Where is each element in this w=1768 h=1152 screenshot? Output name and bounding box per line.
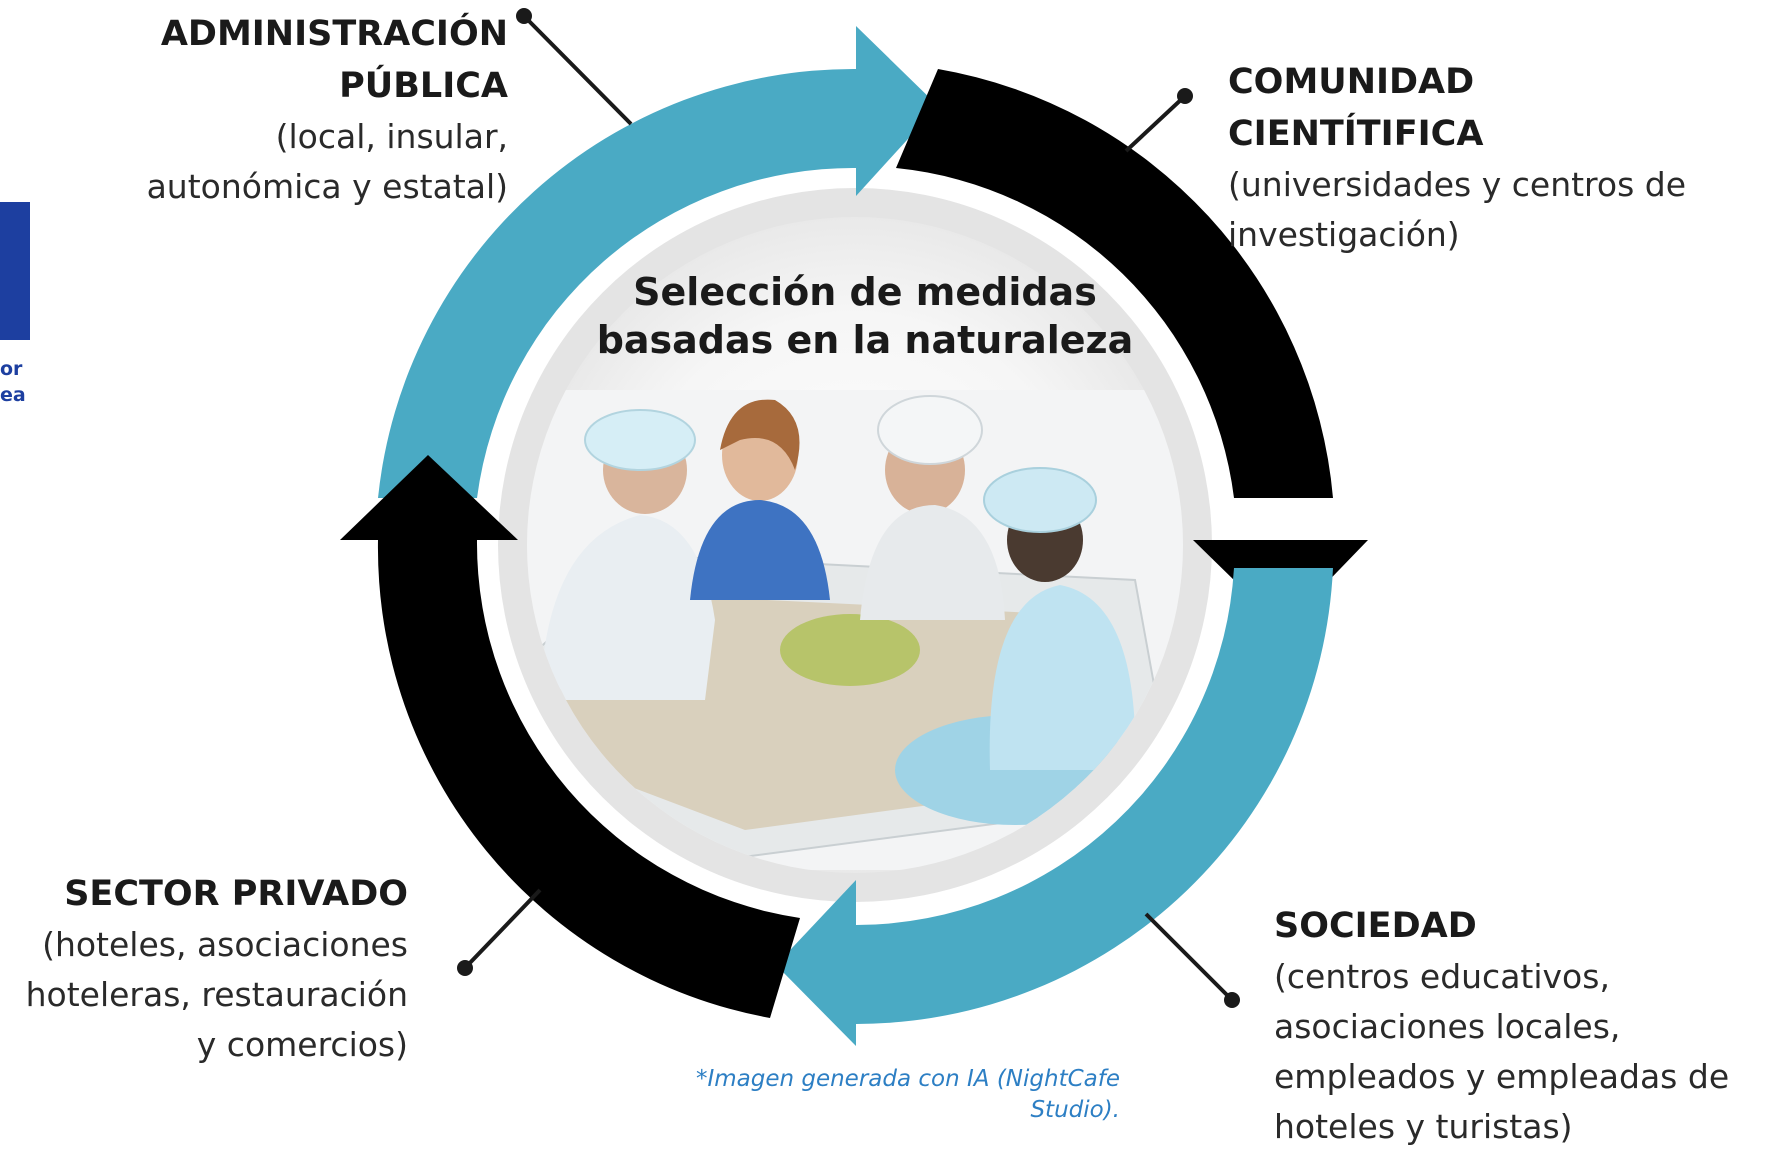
logo-text: or ea — [0, 356, 26, 408]
stakeholder-comunidad: COMUNIDAD CIENTÍTIFICA (universidades y … — [1228, 56, 1768, 260]
logo-fragment — [0, 202, 30, 340]
connector-admin — [522, 14, 633, 126]
stakeholder-admin-desc-line1: (local, insular, — [275, 117, 508, 156]
stakeholder-comunidad-title-line2: CIENTÍTIFICA — [1228, 114, 1484, 154]
ring-arc-teal-lower — [856, 568, 1333, 1024]
stakeholder-sector-desc-line2: hoteleras, restauración — [25, 975, 408, 1014]
helmet-1 — [584, 409, 696, 471]
stakeholder-sociedad-desc-line3: empleados y empleadas de — [1274, 1057, 1730, 1096]
connector-sector — [463, 888, 542, 970]
stakeholder-admin-desc-line2: autonómica y estatal) — [146, 167, 508, 206]
center-title: Selección de medidas basadas en la natur… — [575, 268, 1155, 364]
stakeholder-sector: SECTOR PRIVADO (hoteles, asociaciones ho… — [0, 868, 408, 1070]
connector-dot-sector — [457, 960, 473, 976]
center-title-line1: Selección de medidas — [633, 270, 1097, 314]
map-green-area — [780, 614, 920, 686]
connector-dot-admin — [516, 8, 532, 24]
arrow-head-teal-bottom — [776, 880, 856, 1046]
helmet-4 — [983, 467, 1097, 533]
stakeholder-comunidad-desc-line2: investigación) — [1228, 215, 1460, 254]
helmet-3 — [877, 395, 983, 465]
image-credit-line2: Studio). — [1030, 1097, 1120, 1123]
center-title-line2: basadas en la naturaleza — [596, 318, 1134, 362]
logo-text-line2: ea — [0, 384, 26, 406]
connector-dot-sociedad — [1224, 992, 1240, 1008]
stakeholder-admin-title-line1: ADMINISTRACIÓN — [160, 14, 508, 54]
stakeholder-comunidad-desc-line1: (universidades y centros de — [1228, 165, 1687, 204]
person-body-2 — [690, 500, 830, 600]
person-body-4 — [989, 585, 1136, 770]
stakeholder-admin: ADMINISTRACIÓN PÚBLICA (local, insular, … — [40, 8, 508, 212]
connector-comunidad — [1124, 94, 1187, 153]
stakeholder-sector-desc-line1: (hoteles, asociaciones — [42, 925, 408, 964]
connector-dot-comunidad — [1177, 88, 1193, 104]
stakeholder-sociedad-desc-line1: (centros educativos, — [1274, 957, 1610, 996]
image-credit: *Imagen generada con IA (NightCafe Studi… — [560, 1064, 1120, 1126]
image-credit-line1: *Imagen generada con IA (NightCafe — [695, 1066, 1120, 1092]
person-body-1 — [540, 515, 715, 700]
connector-sociedad — [1144, 912, 1234, 1002]
logo-text-line1: or — [0, 358, 23, 380]
stakeholder-comunidad-title-line1: COMUNIDAD — [1228, 62, 1475, 102]
stakeholder-sector-desc-line3: y comercios) — [196, 1025, 408, 1064]
stakeholder-sociedad-desc-line4: hoteles y turistas) — [1274, 1107, 1573, 1146]
ring-arc-black-left — [377, 540, 800, 1018]
stakeholder-sector-title: SECTOR PRIVADO — [64, 874, 408, 914]
stakeholder-sociedad: SOCIEDAD (centros educativos, asociacion… — [1274, 900, 1768, 1152]
stakeholder-admin-title-line2: PÚBLICA — [339, 66, 508, 106]
ring-arc-black-right — [896, 69, 1333, 498]
person-hair-2 — [720, 399, 800, 470]
stakeholder-sociedad-desc-line2: asociaciones locales, — [1274, 1007, 1621, 1046]
person-body-3 — [860, 505, 1005, 620]
stakeholder-sociedad-title: SOCIEDAD — [1274, 906, 1477, 946]
ring-arc-teal-upper — [378, 68, 856, 498]
arrow-head-black-left — [340, 455, 518, 540]
arrow-head-teal-top — [856, 26, 938, 196]
